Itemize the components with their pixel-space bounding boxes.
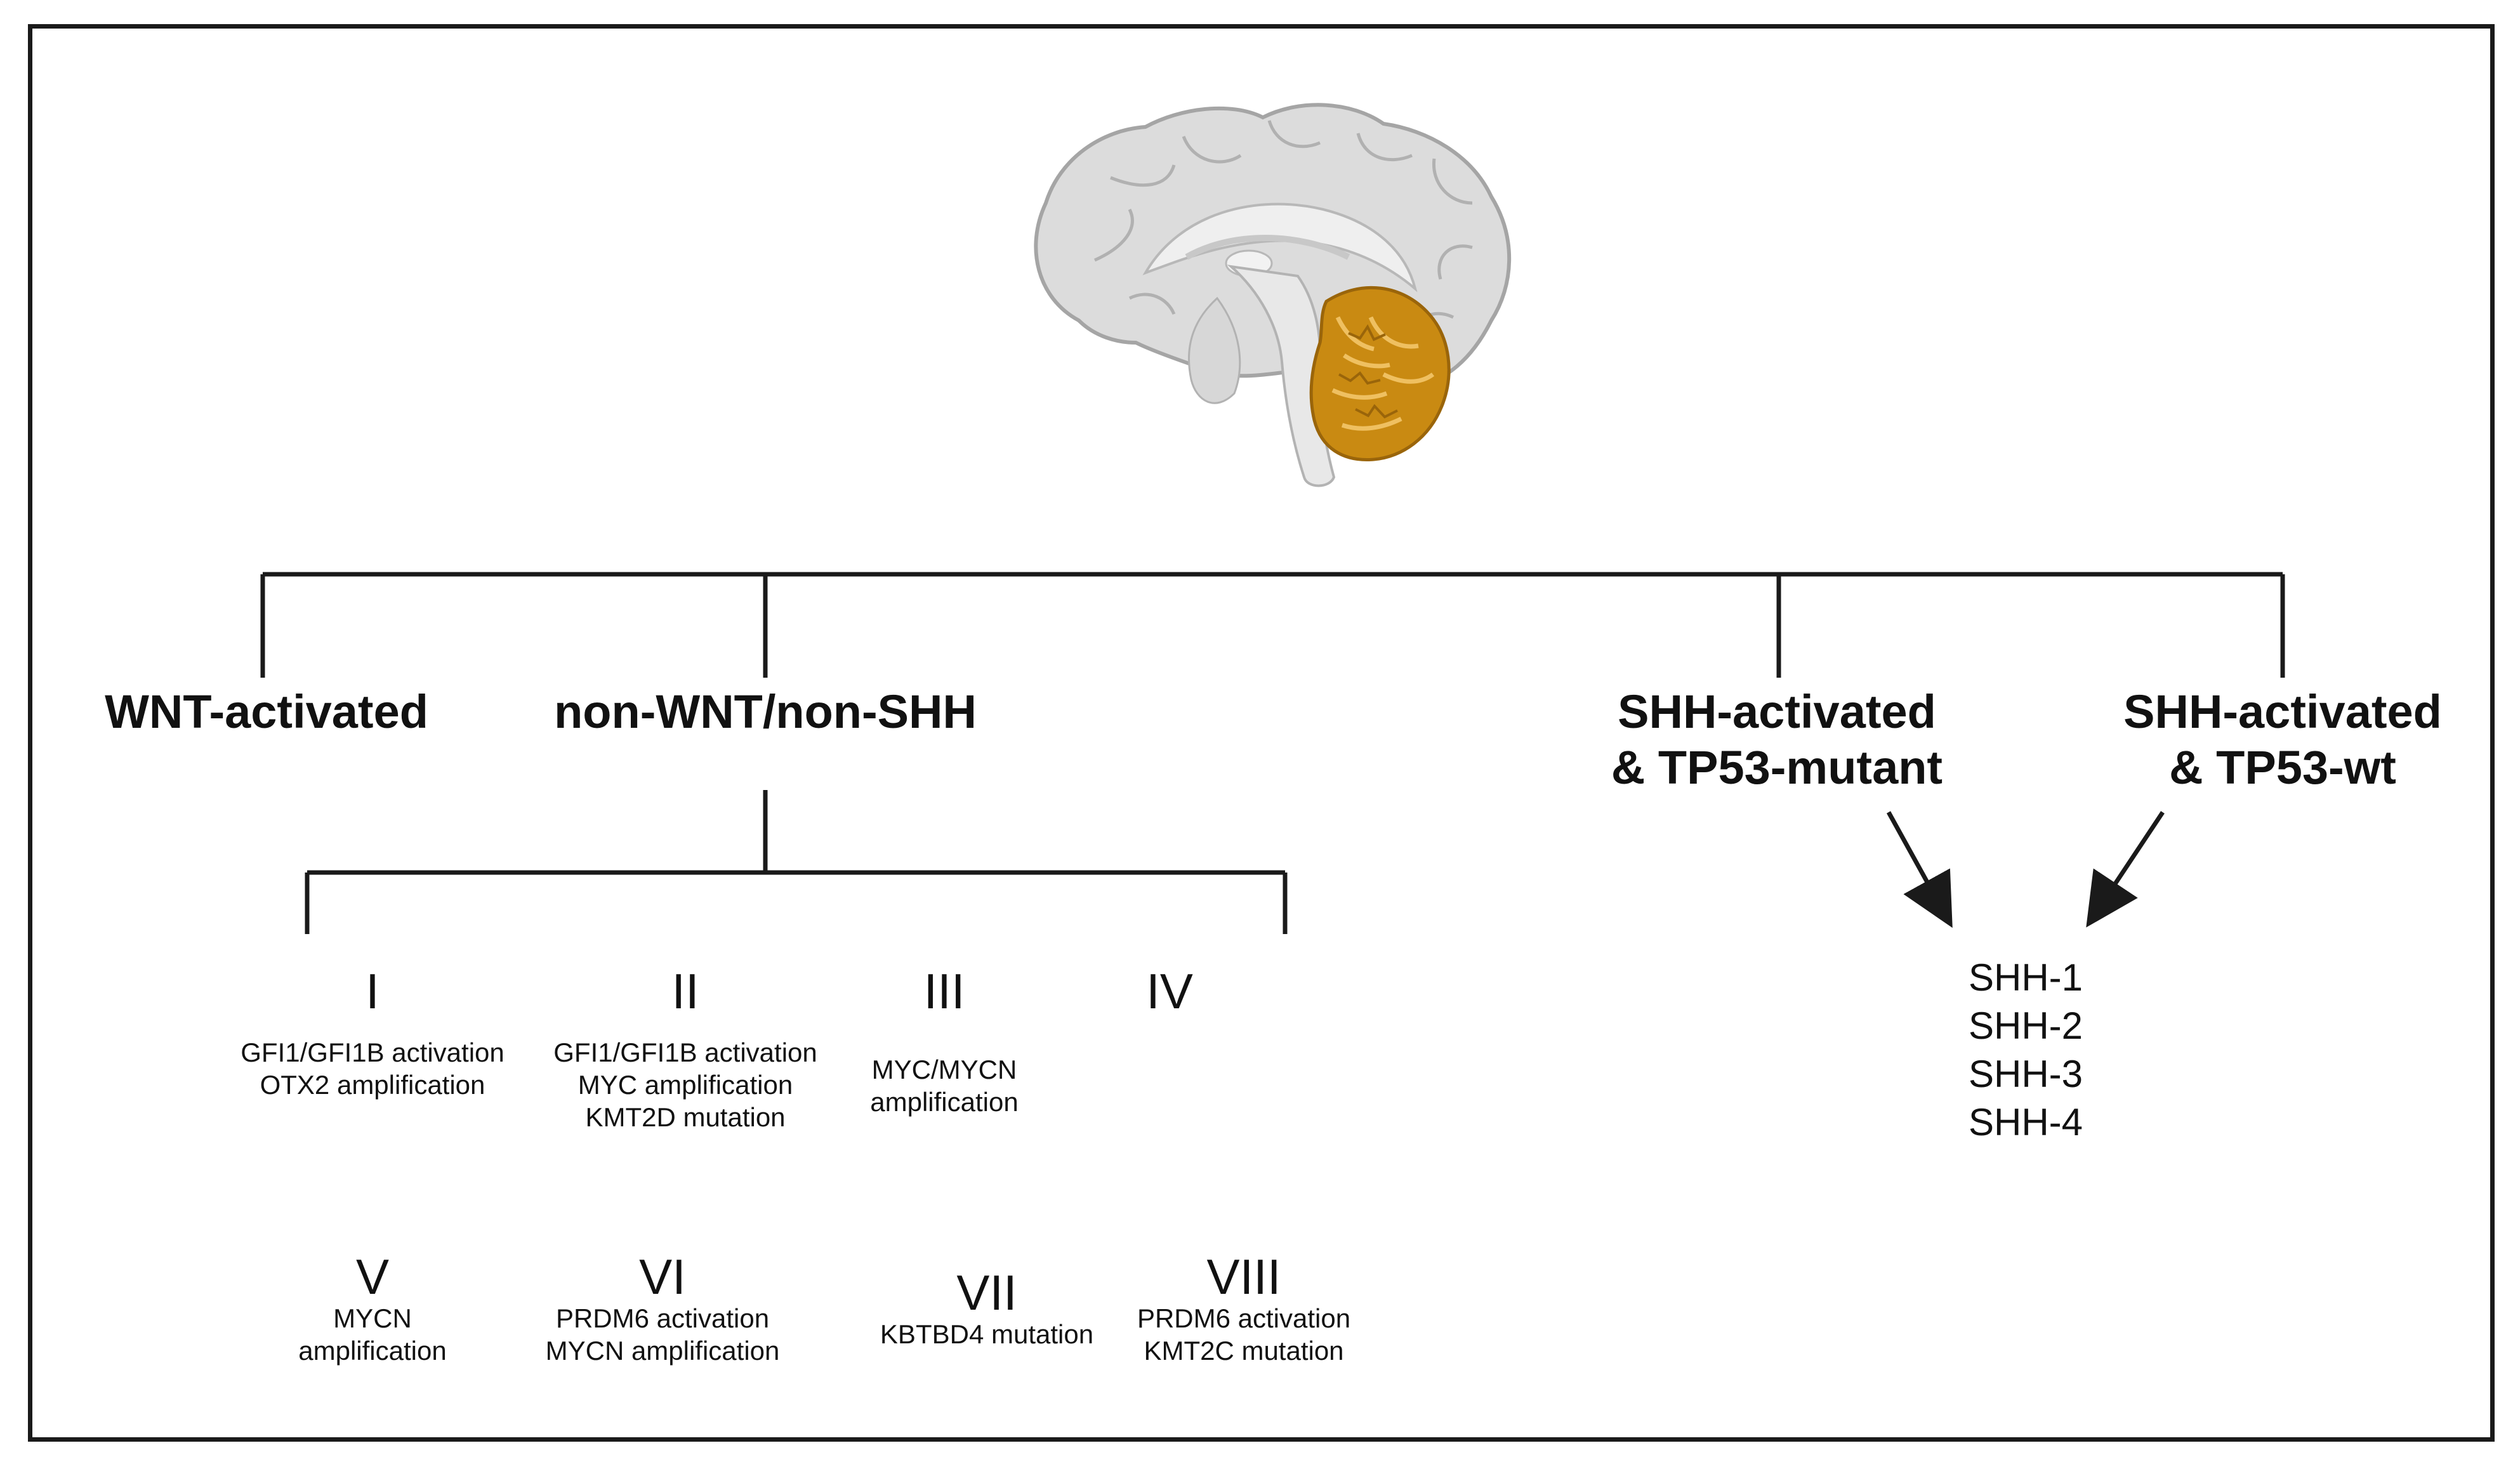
group-shh-tp53-wt: SHH-activated & TP53-wt xyxy=(2123,684,2442,796)
group-shh-tp53-wt-line2: & TP53-wt xyxy=(2169,741,2396,794)
brain-sagittal-icon xyxy=(1034,103,1512,487)
shh-subtype-3: SHH-3 xyxy=(1968,1053,2083,1095)
group-shh-tp53-mutant: SHH-activated & TP53-mutant xyxy=(1611,684,1943,796)
subgroup-ii-details: GFI1/GFI1B activation MYC amplification … xyxy=(553,1036,817,1133)
group-non-wnt-non-shh: non-WNT/non-SHH xyxy=(554,685,977,738)
subgroup-v-detail-2: amplification xyxy=(298,1336,447,1366)
subgroup-v-detail-1: MYCN xyxy=(333,1303,412,1333)
subgroup-viii-label: VIII xyxy=(1206,1249,1281,1305)
subgroup-v-details: MYCN amplification xyxy=(298,1302,446,1367)
subgroup-ii-detail-3: KMT2D mutation xyxy=(585,1102,786,1132)
shh-arrows xyxy=(1886,811,2165,928)
subgroup-iv-label: IV xyxy=(1146,963,1193,1019)
subgroup-ii-label: II xyxy=(671,963,699,1019)
subgroup-v-label: V xyxy=(355,1249,390,1305)
subgroup-iii-label: III xyxy=(923,963,965,1019)
group-shh-tp53-wt-line1: SHH-activated xyxy=(2123,685,2442,738)
subgroup-i-details: GFI1/GFI1B activation OTX2 amplification xyxy=(241,1036,505,1101)
subgroup-viii-details: PRDM6 activation KMT2C mutation xyxy=(1137,1302,1350,1367)
subgroup-vii-detail-1: KBTBD4 mutation xyxy=(880,1319,1094,1349)
subgroup-iii-details: MYC/MYCN amplification xyxy=(870,1053,1018,1118)
subgroup-iii-detail-2: amplification xyxy=(870,1087,1019,1117)
cerebellum-icon xyxy=(1309,286,1451,461)
subgroup-vi-detail-1: PRDM6 activation xyxy=(555,1303,770,1333)
subgroup-vi-detail-2: MYCN amplification xyxy=(545,1336,780,1366)
group-shh-tp53-mutant-line2: & TP53-mutant xyxy=(1611,741,1943,794)
subgroup-iii-detail-1: MYC/MYCN xyxy=(871,1055,1017,1084)
subgroup-ii-detail-2: MYC amplification xyxy=(577,1070,793,1100)
subgroup-vi-label: VI xyxy=(639,1249,686,1305)
subgroup-vii-label: VII xyxy=(956,1265,1017,1320)
subgroup-vi-details: PRDM6 activation MYCN amplification xyxy=(546,1302,780,1367)
subgroup-i-detail-1: GFI1/GFI1B activation xyxy=(241,1037,505,1067)
shh-subtype-2: SHH-2 xyxy=(1968,1004,2083,1047)
shh-subtype-4: SHH-4 xyxy=(1968,1101,2083,1143)
group-wnt-activated: WNT-activated xyxy=(105,685,428,738)
subgroup-viii-detail-1: PRDM6 activation xyxy=(1137,1303,1351,1333)
subgroup-viii-detail-2: KMT2C mutation xyxy=(1144,1336,1344,1366)
group-shh-tp53-mutant-line1: SHH-activated xyxy=(1618,685,1936,738)
main-tree-lines xyxy=(260,572,2285,934)
shh-subtype-1: SHH-1 xyxy=(1968,956,2083,999)
subgroup-i-label: I xyxy=(366,963,379,1019)
subgroup-vii-details: KBTBD4 mutation xyxy=(880,1318,1093,1350)
subgroup-ii-detail-1: GFI1/GFI1B activation xyxy=(553,1037,817,1067)
subgroup-i-detail-2: OTX2 amplification xyxy=(260,1070,485,1100)
shh-subtypes-list: SHH-1 SHH-2 SHH-3 SHH-4 xyxy=(1969,954,2083,1147)
